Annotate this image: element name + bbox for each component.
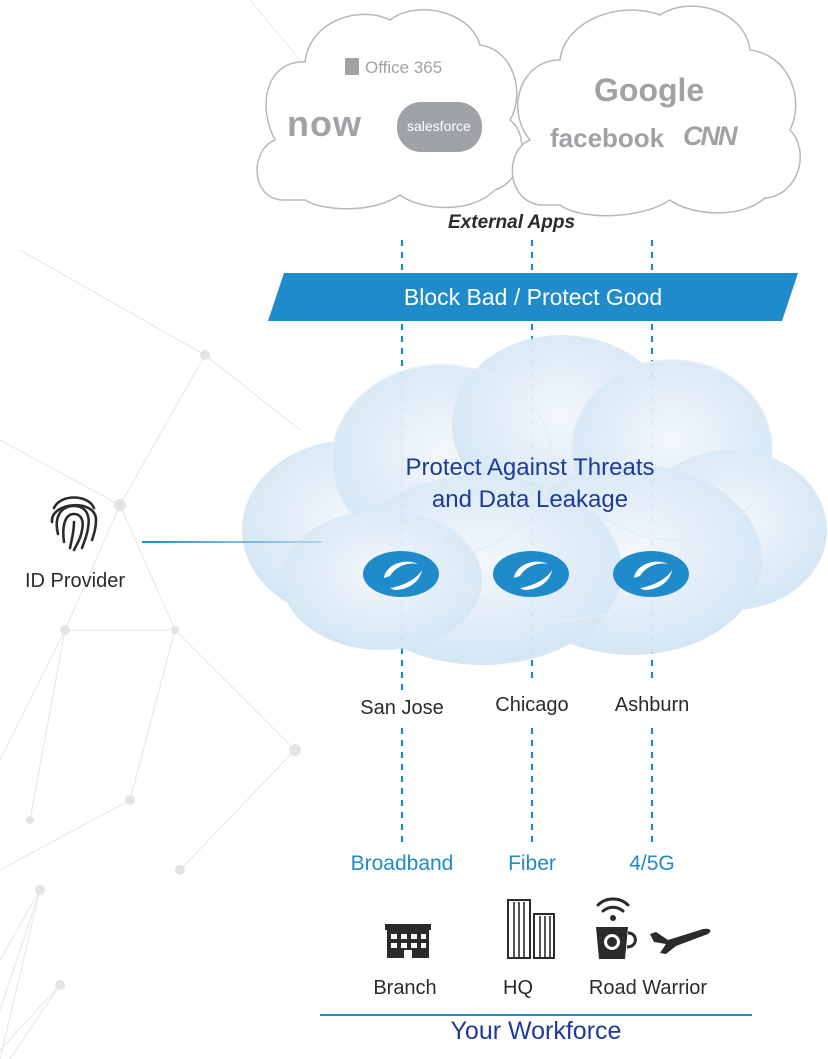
workforce-divider <box>320 1014 752 1016</box>
datacenter-ashburn: Ashburn <box>614 694 690 716</box>
fingerprint-icon <box>50 496 98 552</box>
external-apps-label: External Apps <box>448 212 576 233</box>
datacenter-sanjose: San Jose <box>360 697 444 719</box>
id-provider-link <box>142 541 322 543</box>
salesforce-logo-cloud <box>397 102 482 152</box>
location-hq: HQ <box>503 977 533 999</box>
block-bad-banner <box>268 273 798 321</box>
location-road-warrior: Road Warrior <box>588 977 708 999</box>
building-icon <box>385 924 431 958</box>
cloud-title-line2: and Data Leakage <box>431 486 629 513</box>
connection-broadband: Broadband <box>350 852 454 875</box>
location-branch: Branch <box>373 977 437 999</box>
node-icon-chicago <box>493 551 569 597</box>
connection-45g: 4/5G <box>629 852 675 875</box>
external-apps-clouds <box>256 5 801 217</box>
banner-text: Block Bad / Protect Good <box>403 284 663 310</box>
salesforce-logo: salesforce <box>407 118 471 134</box>
right-app-cloud <box>511 5 801 217</box>
coffee-wifi-icon <box>596 897 637 959</box>
connection-fiber: Fiber <box>508 852 556 875</box>
node-icon-sanjose <box>363 551 439 597</box>
datacenter-chicago: Chicago <box>495 694 569 716</box>
left-app-cloud <box>256 9 523 210</box>
node-icon-ashburn <box>613 551 689 597</box>
office-icon <box>345 58 359 75</box>
skyscraper-icon <box>507 899 555 959</box>
id-provider-label: ID Provider <box>24 570 126 592</box>
google-logo: Google <box>594 72 705 108</box>
now-logo: now <box>287 103 362 144</box>
security-cloud <box>242 335 827 665</box>
facebook-logo: facebook <box>550 123 665 153</box>
office365-logo: Office 365 <box>345 58 442 78</box>
cloud-title: Protect Against Threats and Data Leakage <box>330 452 730 516</box>
workforce-label: Your Workforce <box>450 1017 622 1045</box>
cnn-logo: CNN <box>683 121 737 151</box>
cloud-title-line1: Protect Against Threats <box>405 454 655 481</box>
airplane-icon <box>650 928 711 954</box>
